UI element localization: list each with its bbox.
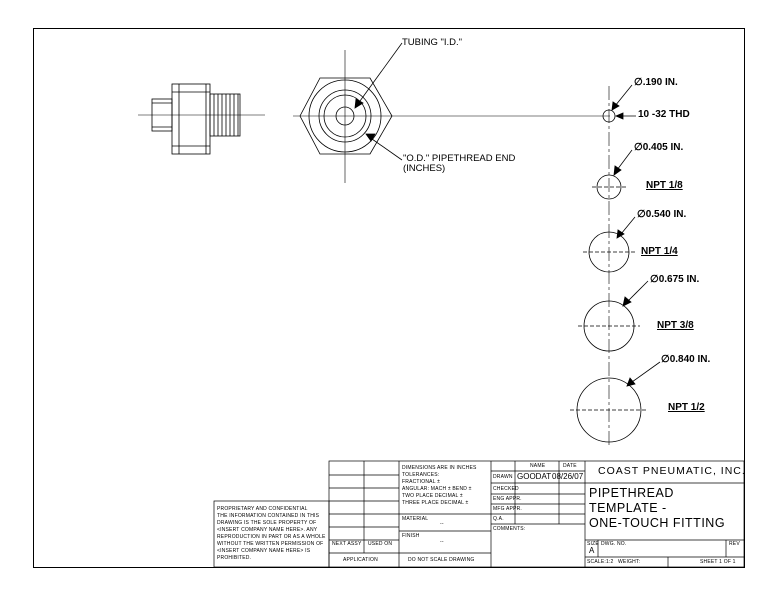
label-npt-1-4: NPT 1/4 [641,246,678,257]
tubing-id-callout: TUBING "I.D." [402,37,463,48]
dim-0840: ∅0.840 IN. [661,354,711,365]
application-label: APPLICATION [343,557,378,563]
size-value: A [589,546,595,555]
tolerance-line-4: ANGULAR: MACH ± BEND ± [402,486,472,492]
qa-label: Q.A. [493,516,504,522]
drawn-name: GOODAT [517,472,552,481]
drawn-date: 08/26/07 [552,472,584,481]
fitting-side-view [138,83,265,155]
label-npt-1-8: NPT 1/8 [646,180,683,191]
rev-label: REV [729,541,740,547]
comments-label: COMMENTS: [493,526,526,532]
dimension-leaders [611,84,661,387]
weight-label: WEIGHT: [618,559,641,565]
dim-0540: ∅0.540 IN. [637,209,687,220]
sheet-border [33,28,745,568]
proprietary-line-2: THE INFORMATION CONTAINED IN THIS [217,513,320,519]
dwg-no-label: DWG. NO. [601,541,627,547]
finish-value: -- [440,539,444,545]
checked-label: CHECKED [493,486,519,492]
proprietary-line-6: WITHOUT THE WRITTEN PERMISSION OF [217,541,324,547]
drawing-title-line-2: TEMPLATE - [589,501,667,515]
label-npt-1-2: NPT 1/2 [668,402,705,413]
thread-10-32: 10 -32 THD [638,109,690,120]
do-not-scale-note: DO NOT SCALE DRAWING [408,557,475,563]
scale-label: SCALE:1:2 [587,559,614,565]
tolerance-line-3: FRACTIONAL ± [402,479,441,485]
material-label: MATERIAL [402,516,429,522]
dim-0675: ∅0.675 IN. [650,274,700,285]
finish-label: FINISH [402,533,420,539]
used-on-label: USED ON [368,541,393,547]
name-header: NAME [530,463,546,469]
callout-leaders [354,42,403,161]
company-name: COAST PNEUMATIC, INC. [598,465,746,477]
dim-0405: ∅0.405 IN. [634,142,684,153]
proprietary-line-1: PROPRIETARY AND CONFIDENTIAL [217,506,308,512]
next-assy-label: NEXT ASSY [332,541,362,547]
date-header: DATE [563,463,577,469]
tolerance-line-5: TWO PLACE DECIMAL ± [402,493,463,499]
mfg-appr-label: MFG APPR. [493,506,523,512]
title-block-grid [213,460,745,568]
drawn-label: DRAWN [493,474,513,480]
dim-0190: ∅.190 IN. [634,77,678,88]
drawing-title-line-3: ONE-TOUCH FITTING [589,516,726,530]
material-value: -- [440,521,444,527]
od-callout-line2: (INCHES) [403,163,446,174]
template-holes [570,109,648,443]
label-npt-3-8: NPT 3/8 [657,320,694,331]
proprietary-line-8: PROHIBITED. [217,555,252,561]
fitting-end-view [293,50,610,183]
size-label: SIZE [587,541,599,547]
tolerance-line-6: THREE PLACE DECIMAL ± [402,500,469,506]
tolerance-line-2: TOLERANCES: [402,472,440,478]
drawing-title-line-1: PIPETHREAD [589,486,674,500]
proprietary-line-3: DRAWING IS THE SOLE PROPERTY OF [217,520,317,526]
eng-appr-label: ENG APPR. [493,496,522,502]
sheet-label: SHEET 1 OF 1 [700,559,736,565]
proprietary-line-7: <INSERT COMPANY NAME HERE> IS [217,548,311,554]
proprietary-line-5: REPRODUCTION IN PART OR AS A WHOLE [217,534,326,540]
proprietary-line-4: <INSERT COMPANY NAME HERE>. ANY [217,527,318,533]
tolerance-line-1: DIMENSIONS ARE IN INCHES [402,465,477,471]
od-callout-line1: "O.D." PIPETHREAD END [403,153,516,164]
